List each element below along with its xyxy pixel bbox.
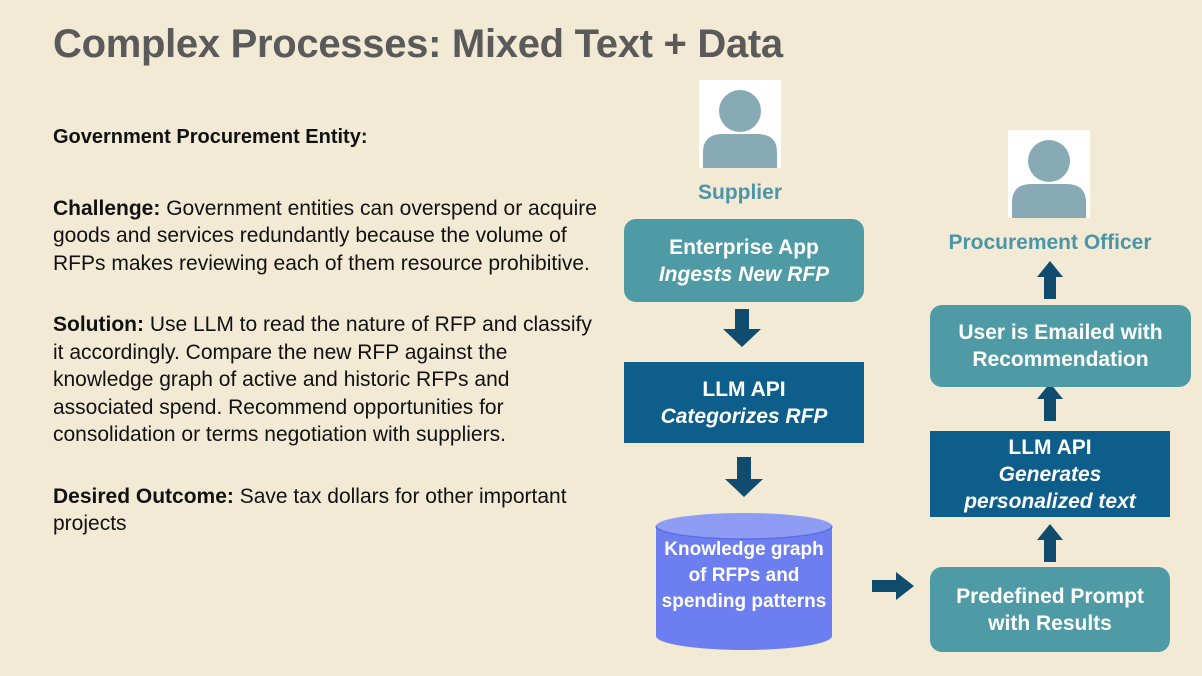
llm-api-1-subtitle: Categorizes RFP <box>660 404 828 428</box>
arrow-up-icon <box>1037 383 1063 421</box>
enterprise-app-title: Enterprise App <box>669 235 819 259</box>
enterprise-app-box: Enterprise App Ingests New RFP <box>624 219 864 302</box>
llm-api-2-title: LLM API <box>1008 435 1092 459</box>
entity-heading: Government Procurement Entity: <box>53 126 368 148</box>
solution-label: Solution: <box>53 313 144 336</box>
challenge-label: Challenge: <box>53 196 161 220</box>
procurement-officer-avatar-icon <box>1008 130 1090 218</box>
llm-api-2-subtitle: Generates <box>998 462 1102 486</box>
procurement-officer-label: Procurement Officer <box>948 231 1152 254</box>
llm-api-generate-box: LLM API Generates personalized text <box>930 431 1170 517</box>
arrow-up-icon <box>1037 261 1063 299</box>
email-title: User is Emailed with <box>958 321 1163 344</box>
database-cylinder-icon <box>655 513 833 650</box>
enterprise-app-subtitle: Ingests New RFP <box>658 262 830 286</box>
arrow-down-icon <box>725 457 763 497</box>
outcome-label: Desired Outcome: <box>53 484 234 508</box>
solution-text: Use LLM to read the nature of RFP and cl… <box>53 313 592 446</box>
description-panel: Government Procurement Entity: Challenge… <box>53 124 598 572</box>
predefined-prompt-subtitle: with Results <box>988 611 1112 635</box>
knowledge-graph-label: Knowledge graph of RFPs and spending pat… <box>661 539 827 612</box>
supplier-avatar-icon <box>699 80 781 168</box>
llm-api-1-title: LLM API <box>702 377 786 401</box>
outcome-paragraph: Desired Outcome: Save tax dollars for ot… <box>53 483 598 538</box>
predefined-prompt-title: Predefined Prompt <box>956 584 1144 608</box>
arrow-right-icon <box>872 572 914 600</box>
llm-api-categorize-box: LLM API Categorizes RFP <box>624 362 864 443</box>
predefined-prompt-box: Predefined Prompt with Results <box>930 567 1170 652</box>
challenge-paragraph: Challenge: Government entities can overs… <box>53 195 598 278</box>
email-recommendation-box: User is Emailed with Recommendation <box>930 305 1191 387</box>
arrow-down-icon <box>723 309 761 347</box>
outcome-text: Save tax dollars for other important pro… <box>53 484 567 536</box>
llm-api-2-subtitle-2: personalized text <box>964 489 1136 513</box>
email-subtitle: Recommendation <box>972 348 1149 371</box>
challenge-text: Government entities can overspend or acq… <box>53 196 597 275</box>
solution-paragraph: Solution: Use LLM to read the nature of … <box>53 311 598 449</box>
arrow-up-icon <box>1037 524 1063 562</box>
supplier-label: Supplier <box>697 181 782 204</box>
slide-title: Complex Processes: Mixed Text + Data <box>53 22 783 66</box>
